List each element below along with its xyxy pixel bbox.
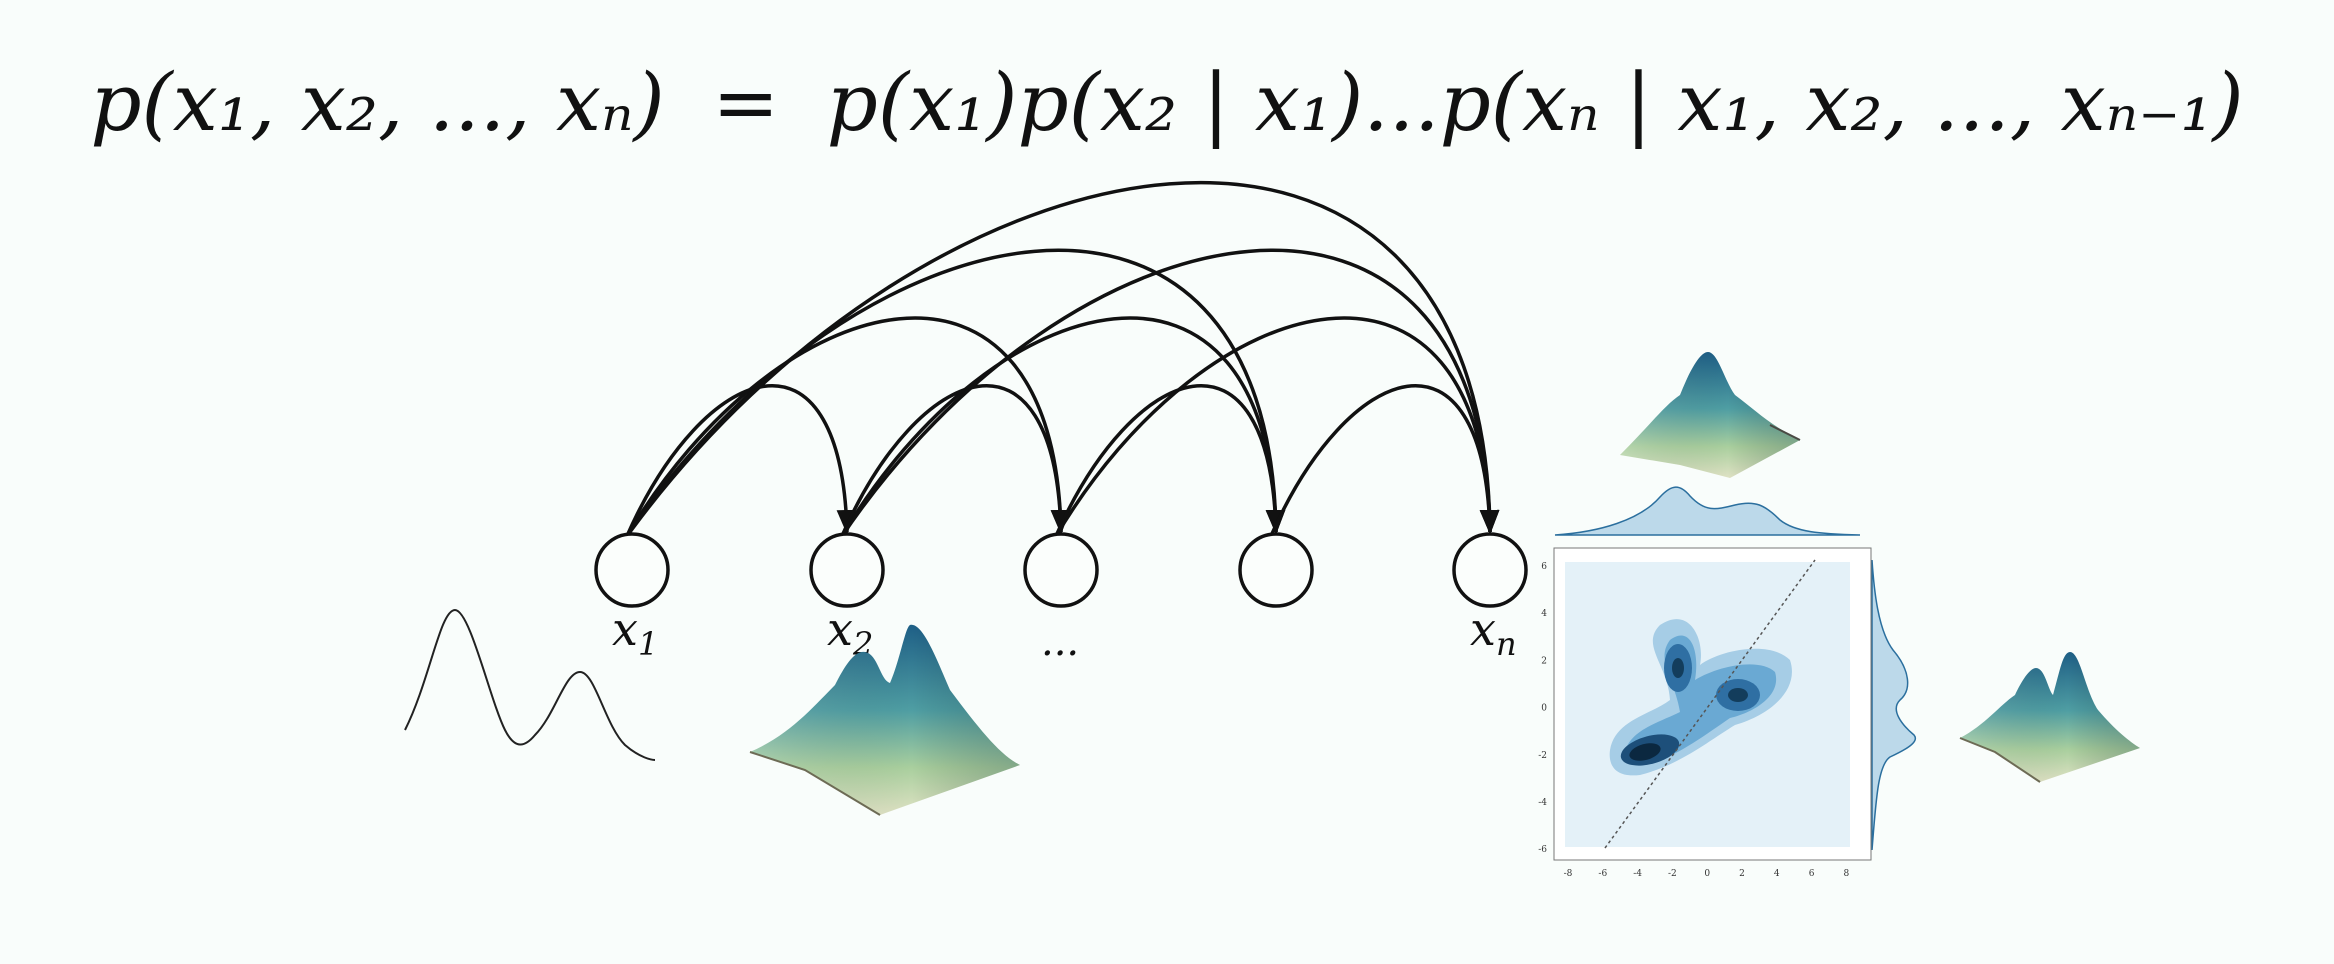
x-tick-label: -2 [1668,869,1677,879]
y-axis-ticks: 6 4 2 0 -2 -4 -6 [1538,562,1547,855]
x-tick-label: 4 [1774,869,1780,879]
arc-0-to-2 [625,316,1071,537]
arc-0-to-4 [625,180,1500,538]
x-tick-label: 2 [1739,869,1745,879]
right-marginal-density [1871,559,1917,851]
arc-2-to-4 [1054,316,1500,537]
node-label-n3: ... [1041,619,1079,665]
y-tick-label: 0 [1541,704,1547,714]
y-tick-label: -2 [1538,751,1547,761]
bimodal-density-curve [404,608,656,761]
x-tick-label: -6 [1598,869,1607,879]
x-tick-label: -4 [1633,869,1642,879]
arc-0-to-1 [625,384,857,537]
equation-equals: = [712,56,779,149]
x-tick-label: -8 [1564,869,1573,879]
joint-kde-plot: -8 -6 -4 -2 0 2 4 6 8 6 4 2 0 -2 -4 -6 [1538,486,1917,879]
node-label-n5: xn [1470,602,1517,663]
node-n2 [809,532,885,608]
arc-0-to-3 [625,248,1286,537]
arc-1-to-4 [840,248,1500,537]
node-n5 [1452,532,1528,608]
node-label-n1: x1 [612,602,658,663]
node-n3 [1023,532,1099,608]
kde-contours [1609,619,1792,776]
x-tick-label: 6 [1809,869,1815,879]
arc-1-to-2 [840,384,1071,537]
y-tick-label: 2 [1541,656,1547,666]
surface-plot-top [1620,352,1801,478]
node-n1 [594,532,670,608]
equation-lhs: p(x₁, x₂, ..., xₙ) [90,56,664,149]
dependency-arcs [625,180,1500,538]
x-tick-label: 8 [1844,869,1850,879]
arc-2-to-3 [1054,384,1286,537]
y-tick-label: -6 [1538,845,1547,855]
x-axis-ticks: -8 -6 -4 -2 0 2 4 6 8 [1564,869,1850,879]
arc-1-to-3 [840,316,1286,537]
surface-plot-right [1959,652,2140,783]
y-tick-label: -4 [1538,798,1547,808]
node-n4 [1238,532,1314,608]
equation-rhs: p(x₁)p(x₂ | x₁)...p(xₙ | x₁, x₂, ..., xₙ… [827,56,2244,149]
x-tick-label: 0 [1704,869,1710,879]
y-tick-label: 6 [1541,562,1547,572]
y-tick-label: 4 [1541,609,1547,619]
surface-plot-x2 [749,624,1020,816]
arc-3-to-4 [1269,384,1500,537]
equation: p(x₁, x₂, ..., xₙ) = p(x₁)p(x₂ | x₁)...p… [90,56,2243,149]
top-marginal-density [1554,486,1861,536]
